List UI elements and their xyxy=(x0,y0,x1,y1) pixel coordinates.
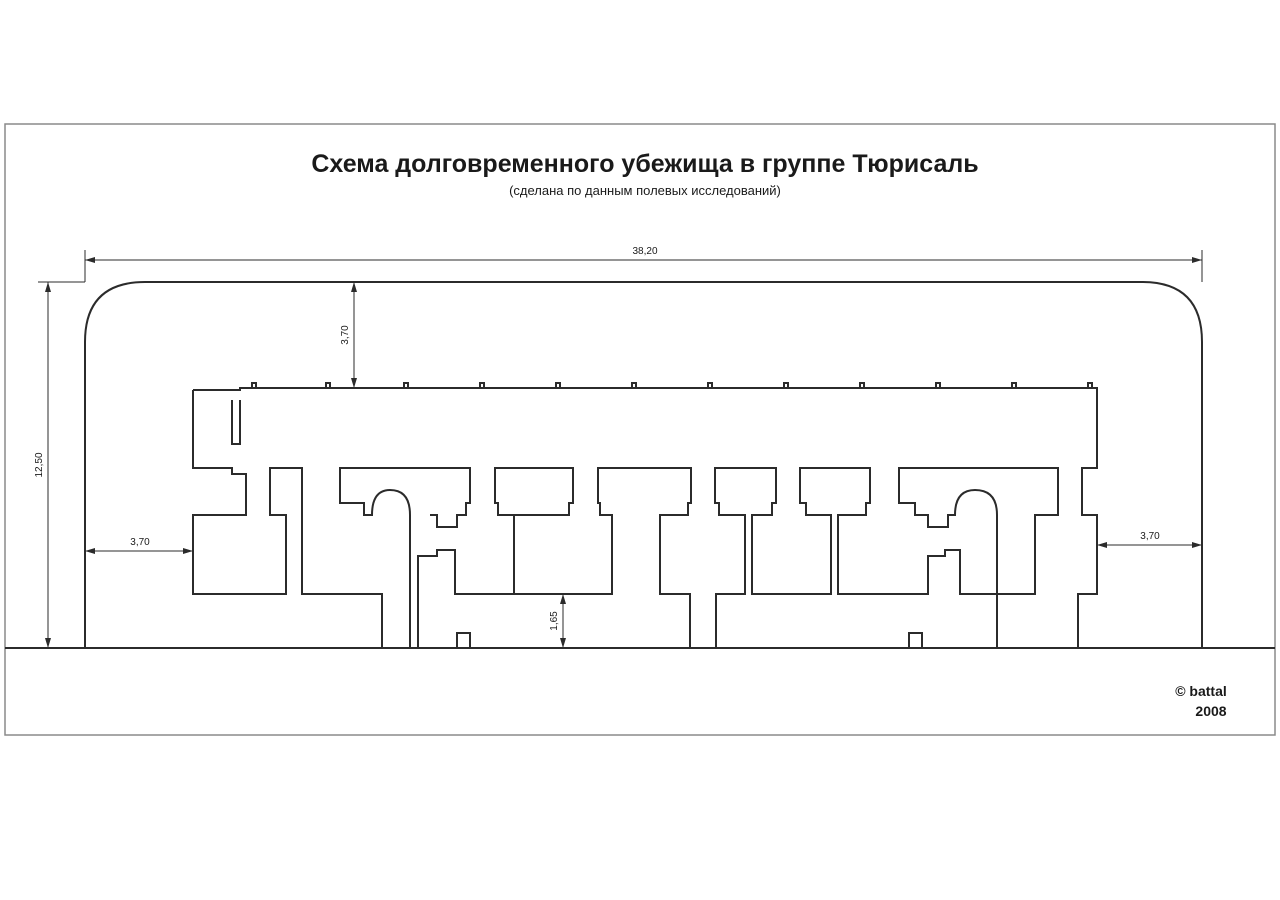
dimension-right-wall-label: 3,70 xyxy=(1140,531,1160,542)
roof-notches xyxy=(251,382,1093,388)
diagram-title: Схема долговременного убежища в группе Т… xyxy=(311,150,978,178)
dimension-overall-length-label: 38,20 xyxy=(632,246,657,257)
dimension-overall-height: 12,50 xyxy=(34,281,85,648)
credit-year: 2008 xyxy=(1195,703,1226,719)
dimension-bottom: 1,65 xyxy=(549,594,566,648)
dimension-left-wall-label: 3,70 xyxy=(130,537,150,548)
credit-author: © battal xyxy=(1175,683,1227,699)
diagram-frame xyxy=(4,123,1276,736)
dimension-right-wall: 3,70 xyxy=(1097,531,1202,548)
dimension-overall-height-label: 12,50 xyxy=(34,452,45,477)
dimension-bottom-label: 1,65 xyxy=(549,611,560,631)
shelter-outer-contour xyxy=(84,281,1203,648)
dimension-roof-thickness: 3,70 xyxy=(340,282,357,388)
inner-chambers-contour xyxy=(193,387,1098,649)
dimension-roof-thickness-label: 3,70 xyxy=(340,325,351,345)
center-rooms-contour xyxy=(417,467,716,649)
diagram-subtitle: (сделана по данным полевых исследований) xyxy=(509,183,781,198)
dimension-left-wall: 3,70 xyxy=(85,537,193,554)
dimension-overall-length: 38,20 xyxy=(84,246,1203,282)
left-rooms-contour xyxy=(192,390,471,649)
